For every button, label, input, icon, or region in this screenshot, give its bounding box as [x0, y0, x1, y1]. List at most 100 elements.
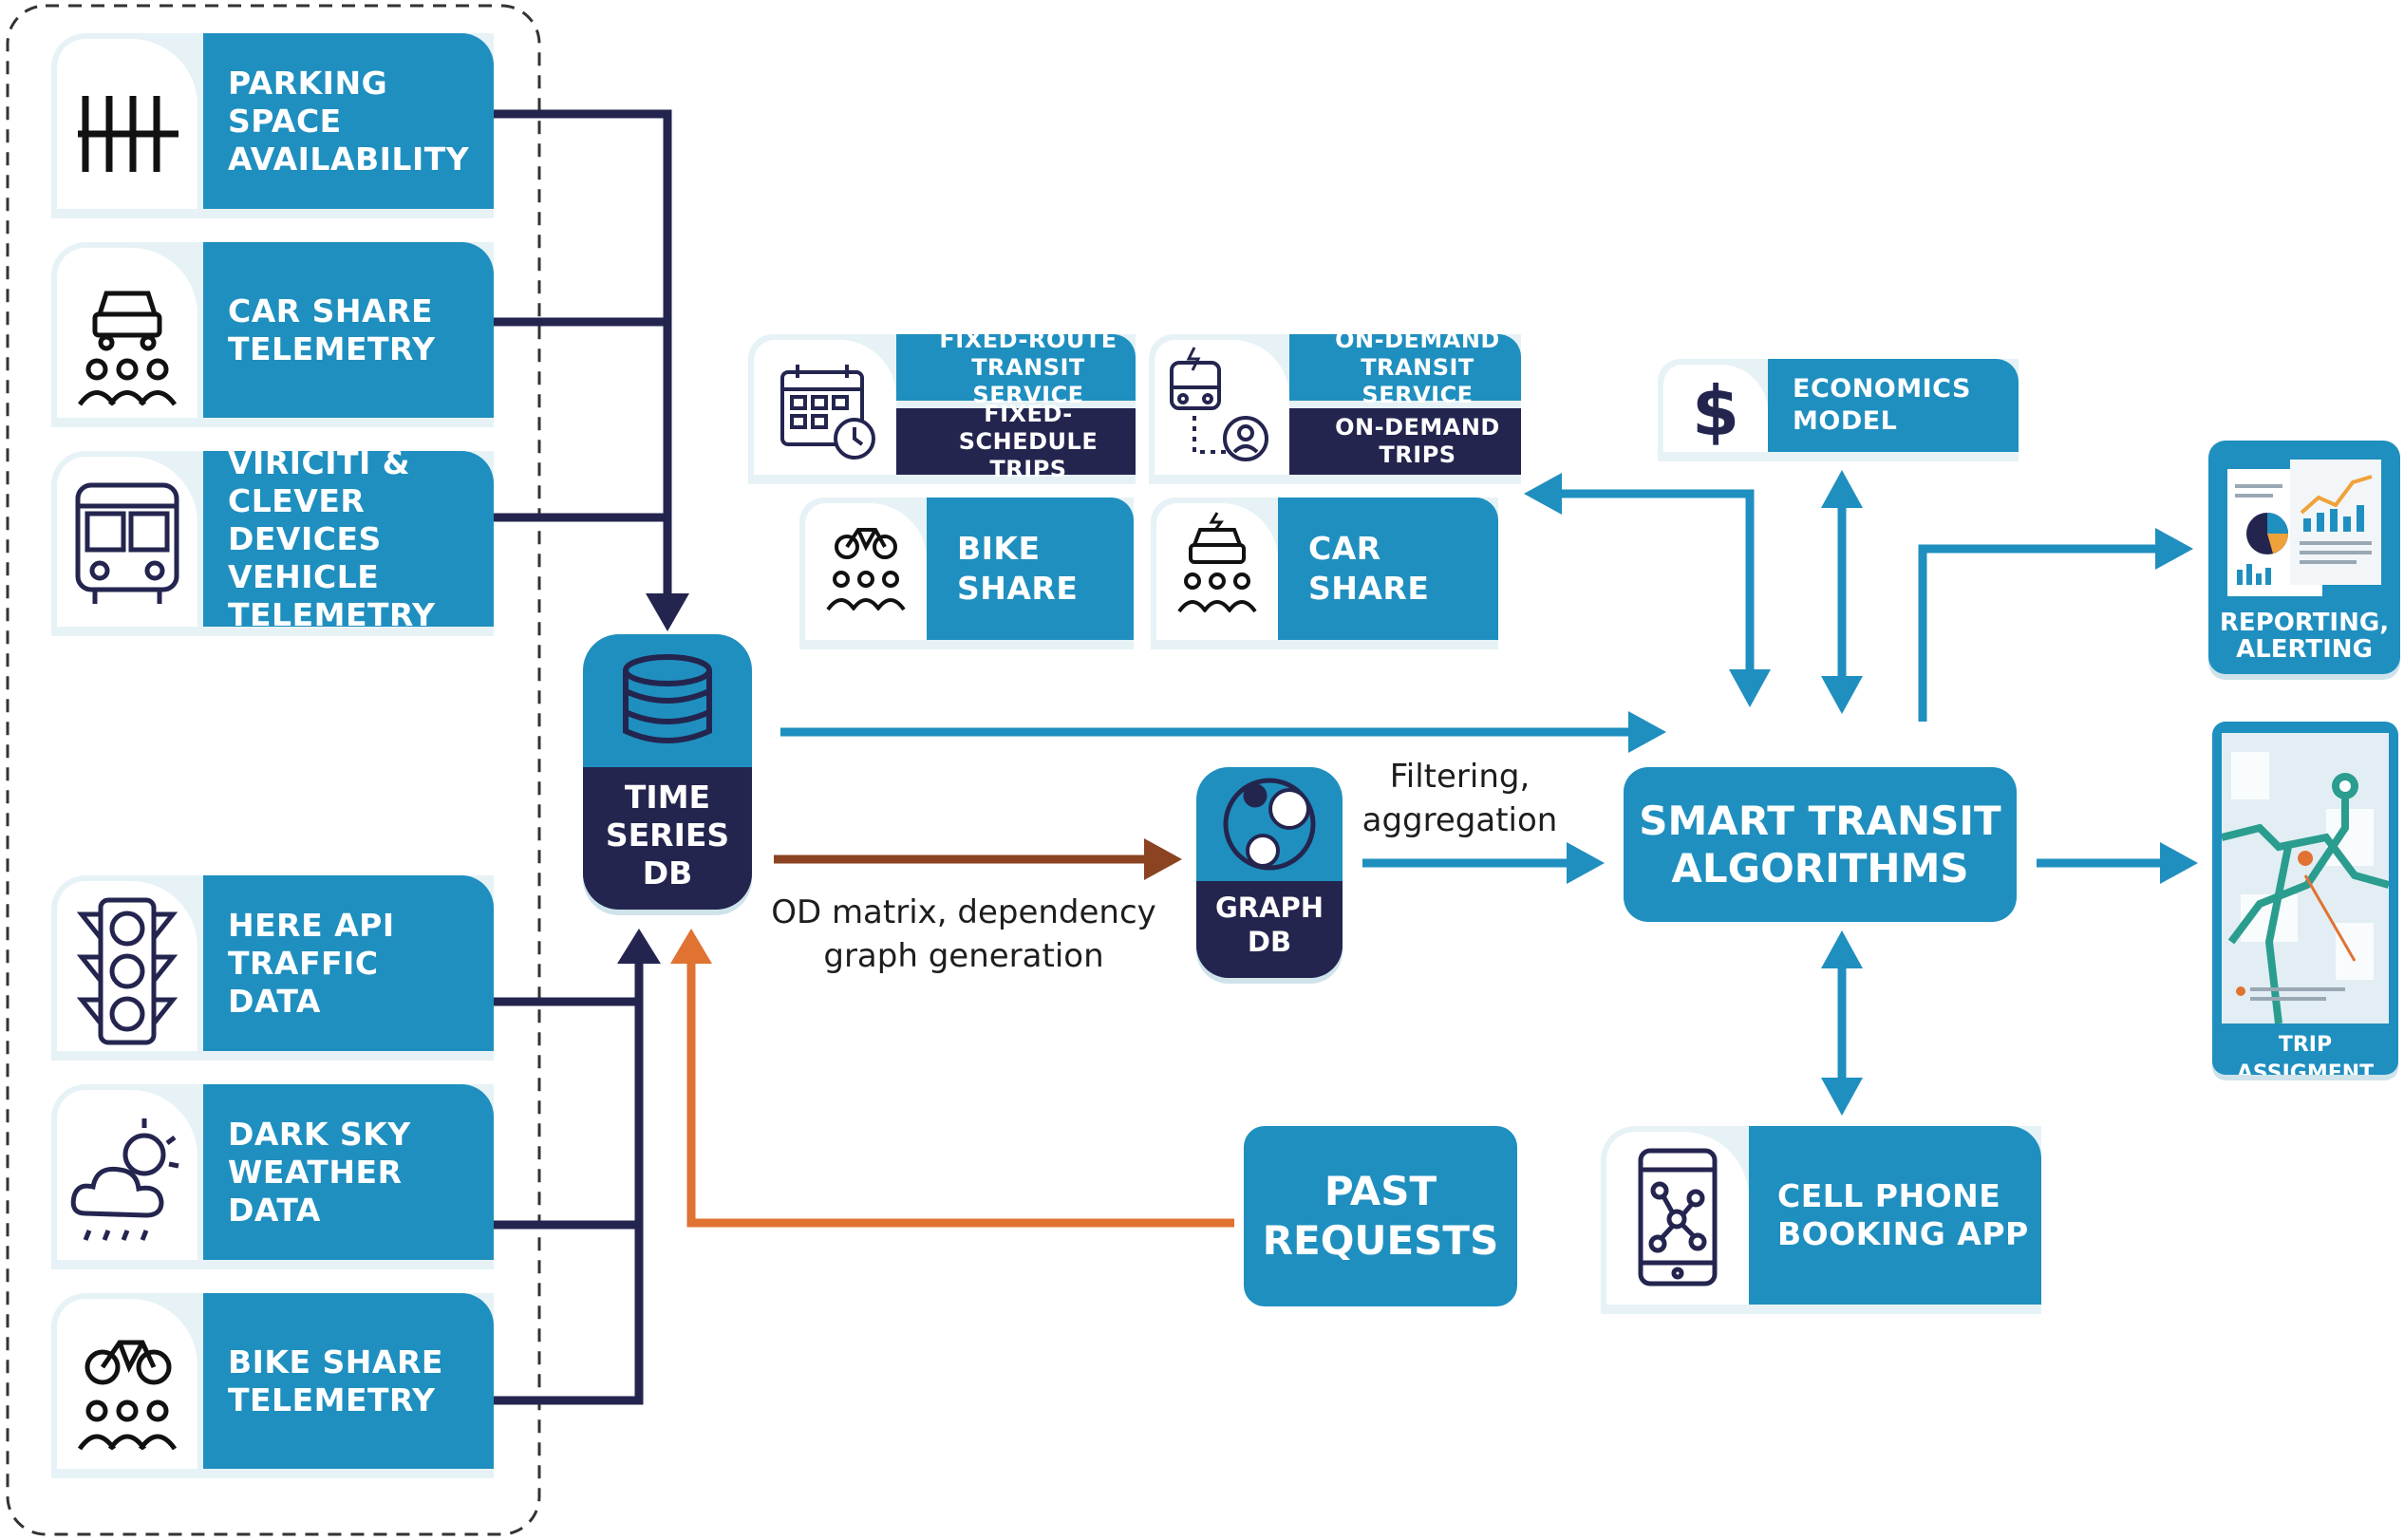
smart-line-2: ALGORITHMS: [1671, 844, 1969, 892]
economics-line-2: MODEL: [1793, 406, 1898, 436]
here-api-line-2: TRAFFIC: [228, 944, 379, 982]
car-share-telemetry-line-1: CAR SHARE: [228, 291, 434, 329]
here-api-line-3: DATA: [228, 982, 321, 1020]
time-series-db: TIME SERIES DB: [583, 634, 752, 910]
phone-network-icon: [1606, 1132, 1749, 1305]
fixed-route-bottom-2: TRIPS: [989, 455, 1067, 482]
bike-share-line-2: SHARE: [957, 570, 1079, 607]
arrow-past-requests: [670, 929, 712, 964]
bike-share-telemetry-line-2: TELEMETRY: [228, 1380, 436, 1418]
dollar-icon: $: [1663, 365, 1768, 452]
smart-to-reporting-connector: [1918, 544, 2160, 722]
economics-line-1: ECONOMICS: [1793, 374, 1971, 404]
vehicle-telemetry-line-3: VEHICLE: [228, 557, 380, 595]
arrow-to-services: [1524, 473, 1562, 515]
graph-db: GRAPH DB: [1196, 767, 1343, 978]
od-label-line-2: graph generation: [823, 937, 1104, 975]
here-api-line-1: HERE API: [228, 906, 395, 944]
weather-icon: [57, 1090, 197, 1260]
arrow-timeseries-to-smart: [1628, 711, 1666, 753]
filter-label-line-2: aggregation: [1362, 801, 1558, 839]
cellphone-line-2: BOOKING APP: [1777, 1215, 2029, 1252]
past-requests-line-1: PAST: [1324, 1168, 1437, 1214]
bike-share-line-1: BIKE: [957, 530, 1041, 567]
graph-icon: [1196, 767, 1343, 881]
bike-people-icon: [57, 1299, 197, 1469]
fixed-route-bottom-1: FIXED-SCHEDULE: [958, 400, 1099, 455]
od-label-line-1: OD matrix, dependency: [771, 893, 1156, 931]
report-charts-icon: [2224, 456, 2385, 608]
dark-sky-line-1: DARK SKY: [228, 1115, 411, 1153]
car-share-line-1: CAR: [1308, 530, 1381, 567]
on-demand-bottom-1: ON-DEMAND: [1335, 414, 1500, 441]
bike-people-icon: [805, 503, 927, 640]
database-icon: [583, 634, 752, 767]
vehicle-telemetry-line-2: CLEVER DEVICES: [228, 481, 382, 557]
on-demand-top-2: TRANSIT SERVICE: [1361, 353, 1474, 408]
parking-grid-icon: [57, 39, 197, 209]
od-matrix-label: OD matrix, dependency graph generation: [760, 891, 1168, 978]
arrow-cellphone-up: [1821, 930, 1863, 968]
calendar-clock-icon: [754, 340, 896, 475]
car-people-icon: [1156, 503, 1278, 640]
car-people-icon: [57, 248, 197, 418]
reporting-line-2: ALERTING: [2236, 635, 2373, 664]
tsdb-line-2: SERIES: [605, 817, 730, 854]
car-share-line-2: SHARE: [1308, 570, 1430, 607]
cellphone-line-1: CELL PHONE: [1777, 1177, 2001, 1214]
arrow-od-matrix: [1144, 838, 1182, 880]
trip-assignment: TRIP ASSIGMENT: [2212, 722, 2398, 1075]
bus-user-icon: [1155, 340, 1289, 475]
graph-db-line-1: GRAPH: [1214, 892, 1324, 924]
trip-label: TRIP ASSIGMENT: [2236, 1033, 2375, 1075]
dark-sky-line-2: WEATHER: [228, 1153, 403, 1191]
arrow-graph-to-smart: [1567, 842, 1605, 884]
bottom-source-connectors: [494, 959, 644, 1405]
car-share-telemetry-line-2: TELEMETRY: [228, 329, 436, 367]
filter-label-line-1: Filtering,: [1389, 758, 1531, 796]
top-source-connectors: [494, 109, 672, 598]
reporting-alerting: REPORTING, ALERTING: [2208, 441, 2400, 674]
tsdb-line-1: TIME: [624, 779, 711, 816]
arrow-into-timeseries-top: [646, 593, 689, 631]
traffic-light-icon: [57, 881, 197, 1051]
phone-map-icon: [2221, 733, 2391, 1024]
fixed-route-top-2: TRANSIT SERVICE: [971, 353, 1085, 408]
past-requests-connector: [686, 959, 1234, 1228]
vehicle-telemetry-line-4: TELEMETRY: [228, 595, 436, 633]
bus-icon: [57, 457, 197, 627]
smart-to-services-connector: [1557, 489, 1755, 679]
parking-line-1: PARKING SPACE: [228, 64, 388, 140]
arrow-economics-down: [1821, 676, 1863, 714]
arrow-economics-up: [1821, 470, 1863, 508]
vehicle-telemetry-line-1: VIRICITI &: [228, 451, 411, 481]
fixed-route-top-1: FIXED-ROUTE: [939, 334, 1117, 353]
svg-text:$: $: [1692, 371, 1739, 451]
sources-group-border: [6, 4, 541, 1536]
on-demand-top-1: ON-DEMAND: [1335, 334, 1500, 353]
parking-line-2: AVAILABILITY: [228, 140, 470, 178]
tsdb-line-3: DB: [642, 855, 693, 892]
smart-line-1: SMART TRANSIT: [1639, 797, 2001, 844]
arrow-to-reporting: [2155, 528, 2193, 570]
graph-db-line-2: DB: [1247, 926, 1292, 958]
past-requests-line-2: REQUESTS: [1262, 1217, 1499, 1264]
arrow-to-trip: [2160, 842, 2198, 884]
filter-label: Filtering, aggregation: [1348, 755, 1571, 842]
dark-sky-line-3: DATA: [228, 1191, 321, 1229]
arrow-cellphone-down: [1821, 1078, 1863, 1116]
bike-share-telemetry-line-1: BIKE SHARE: [228, 1343, 443, 1380]
